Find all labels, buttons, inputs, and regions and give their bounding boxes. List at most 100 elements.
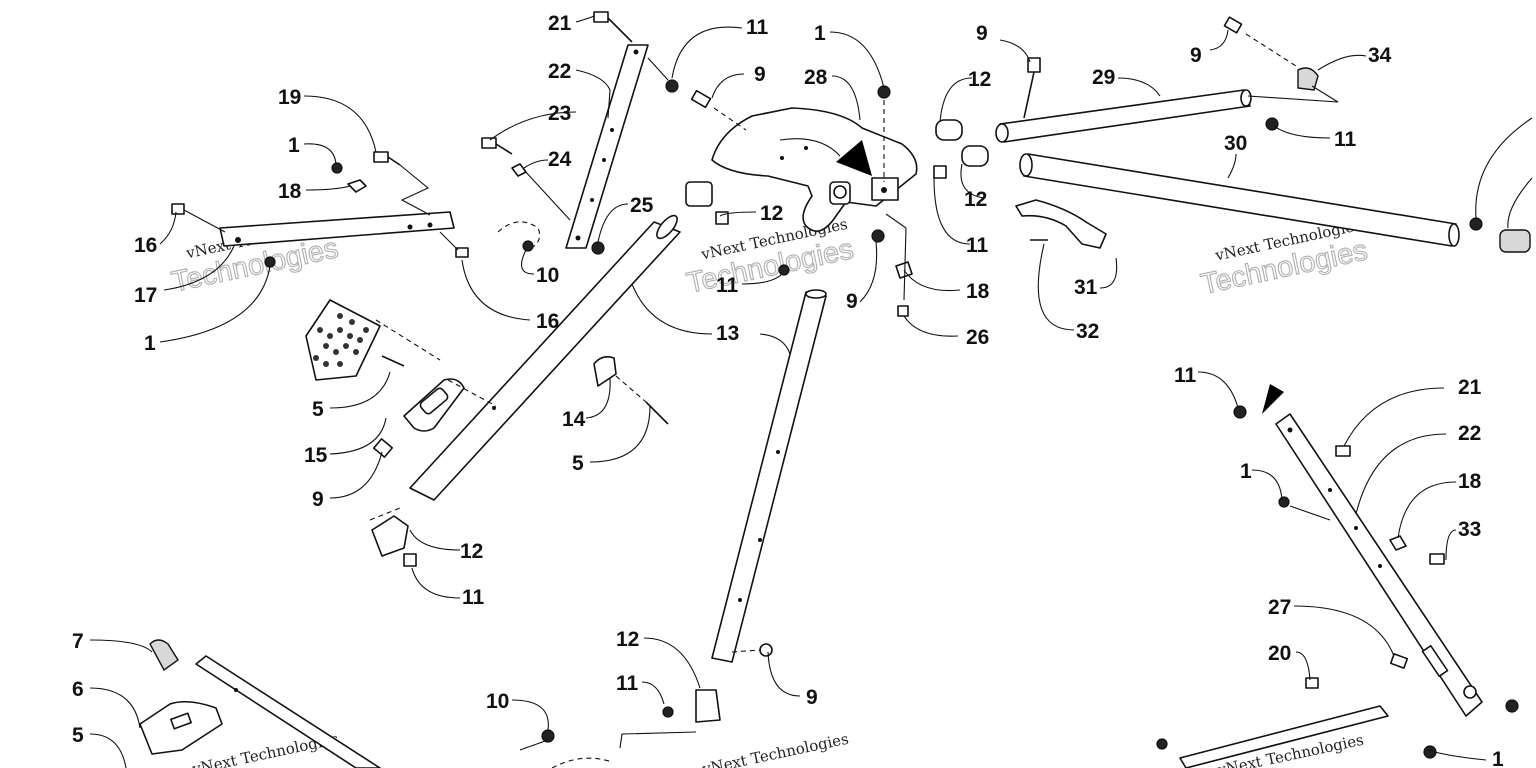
lower-left-assembly (139, 639, 697, 768)
nut-11-h-icon (1469, 217, 1483, 231)
clip-18-c-icon (1389, 535, 1407, 551)
callout-label: 13 (716, 322, 739, 345)
nut-1-d-icon (1505, 699, 1519, 713)
lower-right-strap (1156, 384, 1519, 768)
callout-label: 9 (1190, 44, 1202, 67)
bolt-16-lower-icon (455, 247, 469, 258)
callout-label: 28 (804, 66, 828, 89)
callout-label: 11 (462, 586, 485, 609)
callout-label: 34 (1368, 44, 1392, 67)
cap-edge-icon (1499, 229, 1531, 253)
callout-label: 19 (278, 86, 301, 109)
callout-label: 14 (562, 408, 586, 431)
nut-11-e-icon (662, 706, 674, 718)
watermark-text: vNext Technologies (700, 730, 850, 768)
nut-11-i-icon (1233, 405, 1247, 419)
callout-label: 1 (144, 332, 156, 355)
pointer-arrow-b-icon (1262, 384, 1284, 414)
bolt-20-icon (1305, 677, 1319, 689)
nut-1-c-icon (1278, 496, 1290, 508)
callout-label: 5 (572, 452, 584, 475)
nut-11-f-icon (933, 165, 947, 179)
plate-6-icon (139, 700, 223, 755)
nut-11-b-icon (778, 264, 790, 276)
clip-24-icon (511, 163, 527, 177)
bolt-16-icon (171, 203, 185, 215)
callout-label: 30 (1224, 132, 1247, 155)
center-mount-bracket (685, 85, 918, 317)
callout-label: 23 (548, 102, 571, 125)
callout-label: 32 (1076, 320, 1099, 343)
callout-label: 12 (964, 188, 987, 211)
cap-7-icon (149, 639, 179, 672)
callout-label: 22 (548, 60, 571, 83)
callout-label: 7 (72, 630, 84, 653)
callout-label: 9 (846, 290, 858, 313)
callout-label: 11 (1174, 364, 1197, 387)
nut-10-icon (522, 240, 534, 252)
sleeve-12-icon (685, 181, 713, 207)
screw-26-icon (897, 305, 909, 317)
tube-center-vertical (662, 289, 827, 723)
control-module (305, 299, 669, 458)
callout-label: 9 (976, 22, 988, 45)
callout-label: 31 (1074, 276, 1098, 299)
callout-label: 29 (1092, 66, 1115, 89)
callout-leaders (89, 15, 1533, 768)
callout-label: 18 (1458, 470, 1482, 493)
nut-11-c-icon (403, 553, 417, 567)
screw-5-b-icon (645, 401, 669, 425)
nut-17-icon (264, 256, 276, 268)
bolt-21-b-icon (1335, 445, 1351, 457)
callout-label: 18 (278, 180, 302, 203)
tubes-right (933, 16, 1531, 253)
callout-label: 12 (760, 202, 783, 225)
callout-label: 11 (616, 672, 639, 695)
callout-label: 10 (486, 690, 509, 713)
callout-label: 15 (304, 444, 328, 467)
tube-left-diagonal (369, 214, 681, 567)
bolt-23-icon (481, 137, 497, 149)
callout-label: 1 (1492, 748, 1504, 768)
callout-label: 26 (966, 326, 989, 349)
bolt-19-icon (373, 151, 389, 163)
bolt-27-icon (1389, 653, 1409, 669)
nut-1-icon (331, 162, 343, 174)
bolt-33-icon (1429, 553, 1445, 565)
cap-34-icon (1297, 67, 1319, 91)
callout-label: 18 (966, 280, 990, 303)
callout-label: 22 (1458, 422, 1481, 445)
callout-label: 11 (746, 16, 769, 39)
nut-11-sq-icon (715, 211, 729, 225)
bolt-21-icon (593, 11, 609, 23)
end-cap-12-icon (371, 515, 409, 557)
sleeve-12-b-icon (961, 145, 989, 167)
callout-label: 16 (536, 310, 559, 333)
sleeve-12-a-icon (935, 119, 963, 141)
callout-label: 12 (616, 628, 639, 651)
callout-label: 20 (1268, 642, 1291, 665)
callout-label: 12 (968, 68, 991, 91)
clip-14-icon (593, 356, 617, 387)
bolt-9-g-icon (372, 438, 394, 458)
callout-label: 24 (548, 148, 572, 171)
callout-label: 1 (814, 22, 826, 45)
nut-11-g-icon (1265, 117, 1279, 131)
pointer-arrow-icon (836, 140, 872, 176)
callout-label: 21 (1458, 376, 1482, 399)
bolt-9-icon (690, 89, 712, 109)
sleeve-12-e-icon (695, 689, 721, 723)
callout-label: 33 (1458, 518, 1481, 541)
callout-label: 5 (72, 724, 84, 747)
nut-11-icon (665, 79, 679, 93)
callout-label: 1 (288, 134, 300, 157)
callout-label: 16 (134, 234, 157, 257)
clamp-31-icon (1015, 199, 1107, 249)
nut-25-icon (591, 241, 605, 255)
bolt-9-e-icon (1223, 16, 1243, 34)
bolt-9-b-icon (871, 229, 885, 243)
callout-label: 6 (72, 678, 84, 701)
upper-left-support-bracket (171, 151, 541, 268)
screw-5-icon (381, 355, 405, 367)
